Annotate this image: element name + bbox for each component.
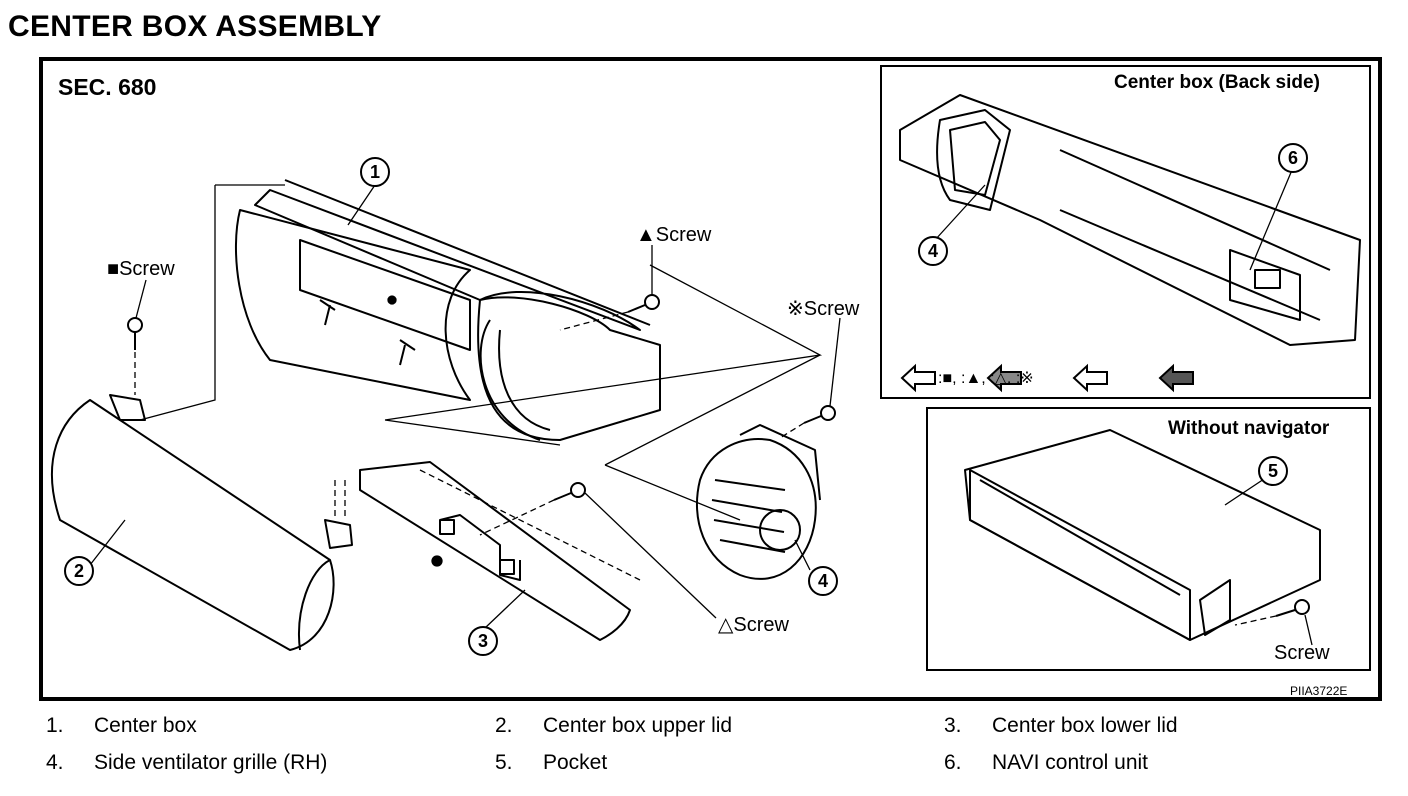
callout-4: 4: [808, 566, 838, 596]
center-box-back-drawing: [899, 94, 1361, 346]
back-side-inset-border: [880, 65, 1371, 399]
callout-6: 6: [1278, 143, 1308, 173]
center-box-drawing: [235, 179, 661, 441]
legend-text: :■, :▲, :△, :※: [938, 370, 1034, 387]
part-item: 2.Center box upper lid: [495, 714, 733, 737]
callout-3: 3: [468, 626, 498, 656]
pocket-drawing: [964, 429, 1321, 641]
figure-code: PIIA3722E: [1290, 684, 1348, 698]
screw-tri-filled-label: ▲Screw: [636, 224, 712, 246]
part-item: 4.Side ventilator grille (RH): [46, 751, 328, 774]
legend-arrows: [900, 363, 1194, 393]
lower-lid-drawing: [359, 461, 631, 641]
callout-4-inset: 4: [918, 236, 948, 266]
screw-square-label: ■Screw: [107, 258, 175, 280]
kome-symbol: ※: [787, 298, 804, 320]
page-title: CENTER BOX ASSEMBLY: [8, 10, 382, 43]
section-number: SEC. 680: [58, 74, 157, 100]
without-navigator-inset-border: [926, 407, 1371, 671]
open-triangle-symbol: △: [718, 614, 734, 636]
without-navigator-inset-title: Without navigator: [1168, 418, 1330, 439]
screw-tri-open-label: △Screw: [718, 614, 789, 636]
back-side-inset-title: Center box (Back side): [1114, 72, 1320, 93]
callout-2: 2: [64, 556, 94, 586]
part-item: 5.Pocket: [495, 751, 608, 774]
upper-lid-drawing: [51, 394, 353, 651]
part-item: 6.NAVI control unit: [944, 751, 1149, 774]
ventilator-grille-drawing: [696, 424, 821, 580]
part-item: 1.Center box: [46, 714, 197, 737]
screw-drawings: [127, 294, 1310, 617]
filled-triangle-symbol: ▲: [636, 224, 656, 246]
callout-5: 5: [1258, 456, 1288, 486]
square-symbol: ■: [107, 258, 120, 280]
part-item: 3.Center box lower lid: [944, 714, 1178, 737]
screw-pocket-label: Screw: [1274, 642, 1330, 664]
screw-kome-label: ※Screw: [787, 298, 860, 320]
callout-1: 1: [360, 157, 390, 187]
diagram-frame: [39, 57, 1382, 701]
